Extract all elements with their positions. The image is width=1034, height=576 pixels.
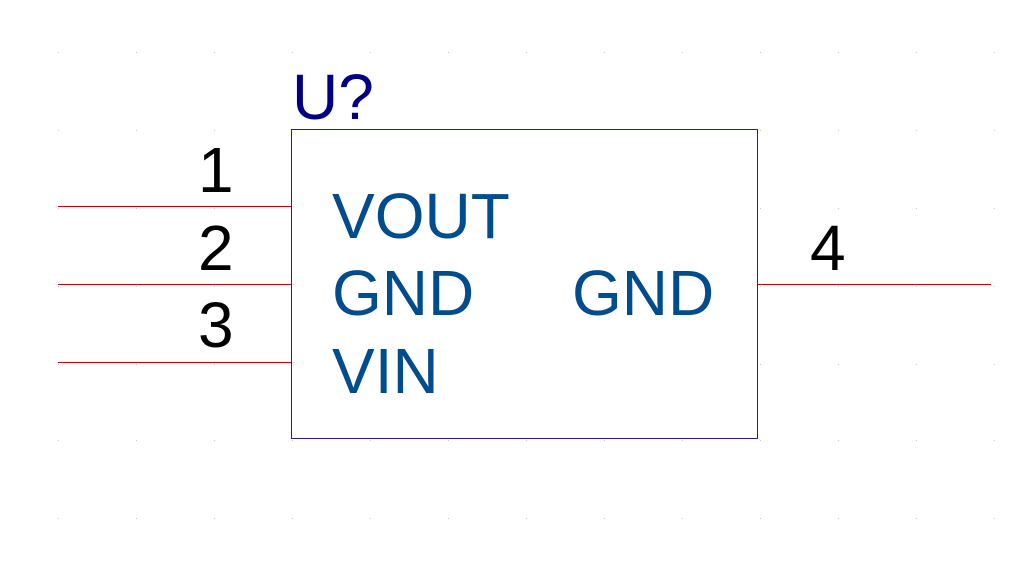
pin-4-number: 4 xyxy=(810,212,846,284)
grid-dot xyxy=(994,130,995,131)
pin-1-number: 1 xyxy=(198,134,234,206)
grid-dot xyxy=(838,286,839,287)
grid-dot xyxy=(136,130,137,131)
pin-4[interactable]: 4 GND xyxy=(572,212,991,329)
grid-dot xyxy=(292,518,293,519)
grid-dot xyxy=(994,286,995,287)
grid-dot xyxy=(136,364,137,365)
grid-dot xyxy=(370,440,371,441)
grid-dot xyxy=(136,208,137,209)
grid-dot xyxy=(916,364,917,365)
grid-dot xyxy=(916,208,917,209)
grid-dot xyxy=(838,364,839,365)
grid-dot xyxy=(760,208,761,209)
grid-dot xyxy=(838,208,839,209)
grid-dot xyxy=(214,518,215,519)
grid-dot xyxy=(58,364,59,365)
grid-dot xyxy=(292,52,293,53)
grid-dot xyxy=(760,518,761,519)
pin-3-number: 3 xyxy=(198,289,234,361)
pin-4-name: GND xyxy=(572,257,714,329)
pin-3-name: VIN xyxy=(332,335,439,407)
grid-dot xyxy=(214,208,215,209)
grid-dot xyxy=(760,286,761,287)
grid-dot xyxy=(994,208,995,209)
grid-dot xyxy=(58,130,59,131)
grid-dot xyxy=(370,52,371,53)
grid-dot xyxy=(682,52,683,53)
grid-dot xyxy=(916,518,917,519)
grid-dot xyxy=(760,52,761,53)
grid-dot xyxy=(994,364,995,365)
grid-dot xyxy=(292,440,293,441)
grid-dot xyxy=(682,518,683,519)
grid-dot xyxy=(448,440,449,441)
reference-designator[interactable]: U? xyxy=(292,61,374,133)
grid-dot xyxy=(916,440,917,441)
grid-dot xyxy=(136,518,137,519)
grid-dot xyxy=(604,440,605,441)
pin-1-name: VOUT xyxy=(332,180,510,252)
grid-dot xyxy=(136,52,137,53)
grid-dot xyxy=(370,518,371,519)
grid-dot xyxy=(136,286,137,287)
grid-dot xyxy=(838,440,839,441)
grid-dot xyxy=(760,364,761,365)
grid-dot xyxy=(994,440,995,441)
grid-dot xyxy=(214,286,215,287)
grid-dot xyxy=(214,52,215,53)
grid-dot xyxy=(448,518,449,519)
grid-dot xyxy=(136,440,137,441)
grid-dot xyxy=(58,440,59,441)
pin-2-number: 2 xyxy=(198,212,234,284)
grid-dot xyxy=(58,518,59,519)
grid-dot xyxy=(838,518,839,519)
grid-dot xyxy=(994,52,995,53)
grid-dot xyxy=(58,52,59,53)
grid-dot xyxy=(214,440,215,441)
grid-dot xyxy=(214,130,215,131)
grid-dot xyxy=(526,440,527,441)
pin-1[interactable]: 1 VOUT xyxy=(58,134,510,252)
pin-2-name: GND xyxy=(332,257,474,329)
grid-dot xyxy=(58,286,59,287)
grid-dot xyxy=(604,52,605,53)
grid-dot xyxy=(916,286,917,287)
grid-dot xyxy=(58,208,59,209)
grid-dot xyxy=(214,364,215,365)
grid-dot xyxy=(682,440,683,441)
pin-3[interactable]: 3 VIN xyxy=(58,289,439,407)
grid-dot xyxy=(526,52,527,53)
grid-dot xyxy=(760,130,761,131)
grid-dot xyxy=(760,440,761,441)
pin-2[interactable]: 2 GND xyxy=(58,212,474,329)
component-body[interactable] xyxy=(291,129,758,439)
grid-dot xyxy=(526,518,527,519)
grid-dot xyxy=(994,518,995,519)
grid-dot xyxy=(604,518,605,519)
grid-dot xyxy=(838,130,839,131)
grid-dot xyxy=(916,130,917,131)
grid-dot xyxy=(448,52,449,53)
grid-dot xyxy=(838,52,839,53)
grid-dot xyxy=(916,52,917,53)
